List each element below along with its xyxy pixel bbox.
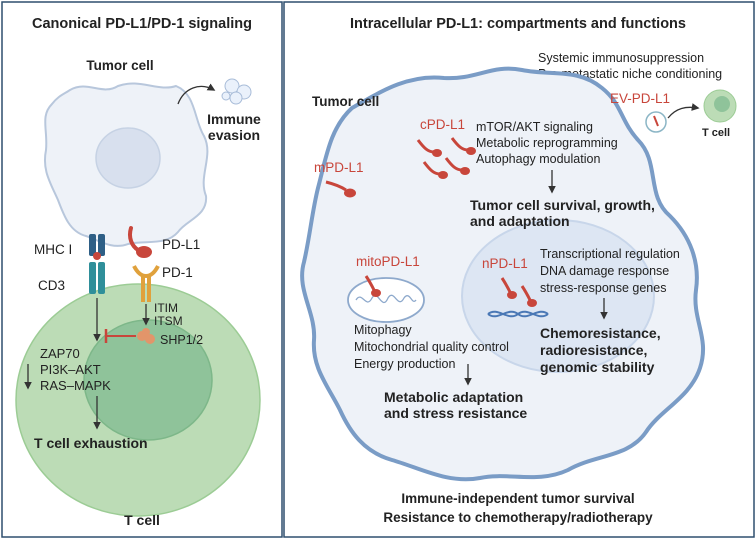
cpdl1-label: cPD-L1 bbox=[420, 117, 465, 132]
right-tumor-cell-label: Tumor cell bbox=[312, 94, 379, 109]
right-panel-title: Intracellular PD-L1: compartments and fu… bbox=[350, 16, 686, 32]
right-tumor-nucleus bbox=[461, 219, 655, 373]
pdl1-ligand bbox=[127, 226, 152, 258]
left-tumor-cell-label: Tumor cell bbox=[86, 58, 153, 73]
immune-evasion-arrow bbox=[177, 83, 216, 105]
left-t-cell-label: T cell bbox=[124, 512, 160, 528]
itsm-label: ITSM bbox=[154, 314, 183, 328]
shp-phosphatase bbox=[137, 328, 155, 344]
immune-evasion-icon bbox=[221, 78, 252, 105]
mito-function-1: Mitophagy bbox=[354, 323, 412, 337]
systemic-line-1: Systemic immunosuppression bbox=[538, 51, 704, 65]
immune-evasion-line-1: Immune bbox=[207, 111, 261, 127]
cpdl1-function-2: Metabolic reprogramming bbox=[476, 136, 618, 150]
npdl1-label: nPD-L1 bbox=[482, 256, 528, 271]
left-tumor-nucleus bbox=[95, 127, 161, 189]
bottom-line-1: Immune-independent tumor survival bbox=[401, 491, 634, 506]
survival-line-1: Tumor cell survival, growth, bbox=[470, 197, 655, 213]
mitochondrion-cristae bbox=[355, 294, 417, 304]
small-t-cell-nucleus bbox=[714, 96, 730, 112]
survival-line-2: and adaptation bbox=[470, 213, 570, 229]
chemo-line-2: radioresistance, bbox=[540, 342, 647, 358]
mpdl1-molecule bbox=[325, 180, 356, 198]
pd1-receptor bbox=[132, 265, 160, 302]
mitochondrion bbox=[347, 277, 425, 323]
pathway-ras: RAS–MAPK bbox=[40, 378, 111, 393]
cd3-receptor bbox=[89, 262, 105, 294]
cpdl1-function-3: Autophagy modulation bbox=[476, 152, 600, 166]
metabolic-line-1: Metabolic adaptation bbox=[384, 389, 523, 405]
mito-function-3: Energy production bbox=[354, 357, 456, 371]
mpdl1-label: mPD-L1 bbox=[314, 160, 364, 175]
mito-pdl1-molecule bbox=[364, 275, 381, 297]
itim-label: ITIM bbox=[154, 301, 178, 315]
chemo-line-1: Chemoresistance, bbox=[540, 325, 661, 341]
small-t-cell-label: T cell bbox=[702, 127, 730, 139]
chemo-line-3: genomic stability bbox=[540, 359, 655, 375]
pathway-zap70: ZAP70 bbox=[40, 346, 80, 361]
ev-to-tcell-arrow bbox=[667, 103, 700, 119]
metabolic-line-2: and stress resistance bbox=[384, 405, 527, 421]
pathway-pi3k: PI3K–AKT bbox=[40, 362, 101, 377]
bottom-line-2: Resistance to chemotherapy/radiotherapy bbox=[383, 510, 653, 525]
nuclear-function-1: Transcriptional regulation bbox=[540, 247, 680, 261]
pd1-label: PD-1 bbox=[162, 265, 193, 280]
mito-function-2: Mitochondrial quality control bbox=[354, 340, 509, 354]
cpdl1-function-1: mTOR/AKT signaling bbox=[476, 120, 593, 134]
mhc-label: MHC I bbox=[34, 242, 72, 257]
ev-pdl1-label: EV-PD-L1 bbox=[610, 91, 670, 106]
ev-pdl1-mark bbox=[653, 115, 659, 127]
mhc-receptor bbox=[89, 234, 105, 260]
cpdl1-molecules bbox=[416, 137, 476, 179]
nuclear-function-2: DNA damage response bbox=[540, 264, 669, 278]
left-panel-title: Canonical PD-L1/PD-1 signaling bbox=[32, 16, 252, 32]
dna-helix bbox=[487, 310, 549, 318]
npdl1-molecules bbox=[500, 277, 537, 307]
shp-label: SHP1/2 bbox=[160, 333, 203, 347]
nuclear-function-3: stress-response genes bbox=[540, 281, 666, 295]
pdl1-label: PD-L1 bbox=[162, 237, 200, 252]
mito-pdl1-label: mitoPD-L1 bbox=[356, 254, 420, 269]
exhaustion-label: T cell exhaustion bbox=[34, 435, 148, 451]
immune-evasion-line-2: evasion bbox=[208, 127, 260, 143]
cd3-label: CD3 bbox=[38, 278, 65, 293]
